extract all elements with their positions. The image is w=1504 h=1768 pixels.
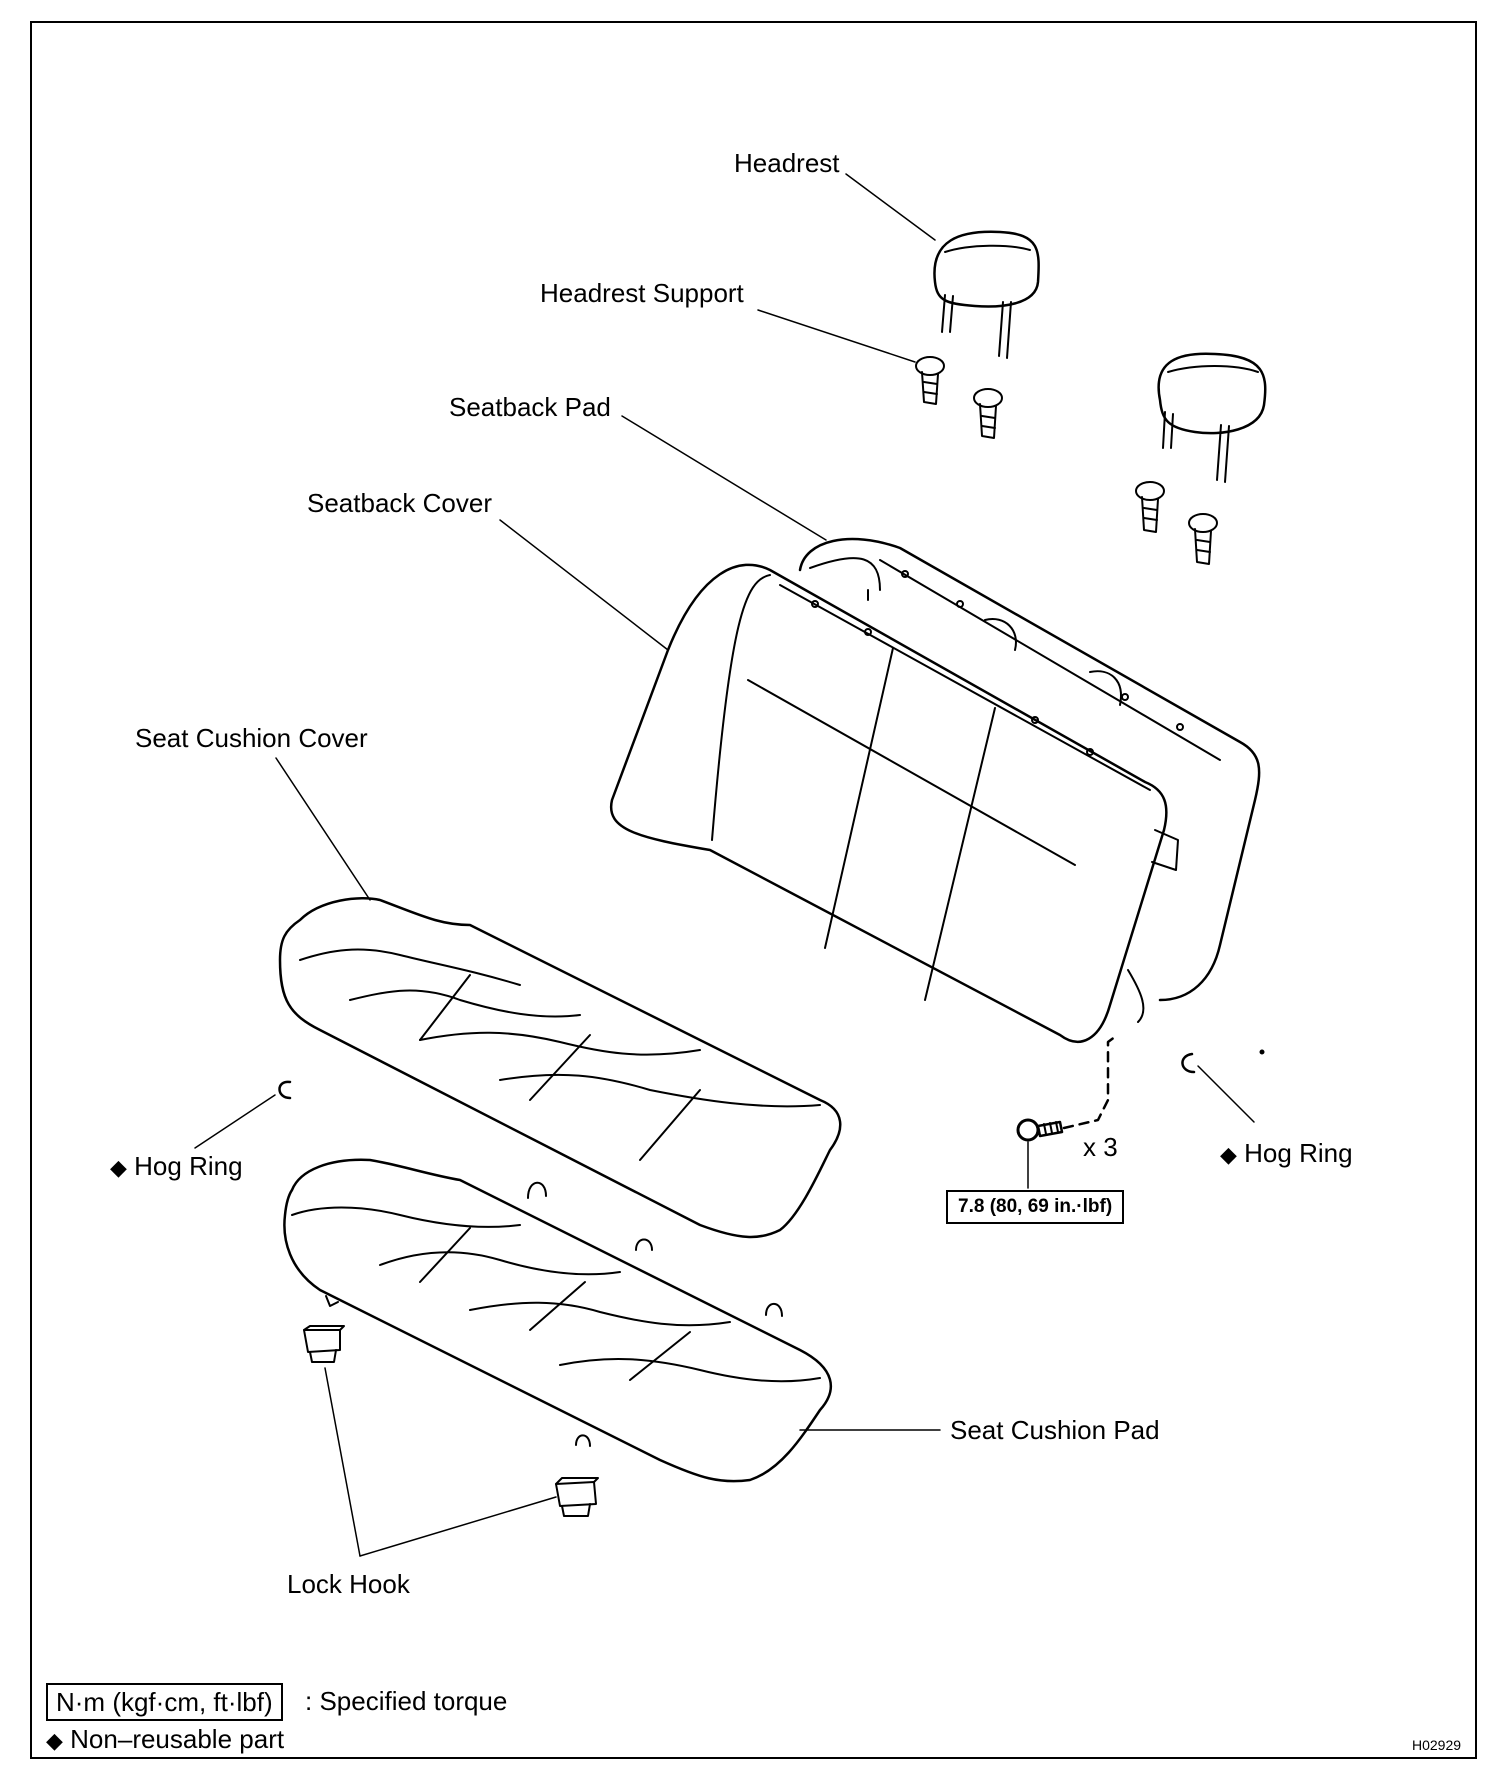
nonreusable-diamond-icon: ◆ (1220, 1142, 1237, 1167)
diagram-frame (30, 21, 1477, 1759)
legend-nonreusable-text: Non–reusable part (70, 1724, 285, 1754)
label-bolt-qty: x 3 (1083, 1132, 1118, 1162)
seatback-cover (609, 563, 1179, 1043)
headrest-support-1 (915, 356, 945, 405)
label-seat-cushion-cover: Seat Cushion Cover (135, 723, 368, 753)
headrest-support-2 (973, 388, 1003, 439)
seat-cushion-cover (278, 896, 842, 1239)
seat-cushion-pad (283, 1158, 833, 1483)
label-seatback-cover: Seatback Cover (307, 488, 492, 518)
label-headrest: Headrest (734, 148, 840, 178)
label-hog-ring-right: ◆ Hog Ring (1220, 1138, 1353, 1170)
seatback-bolt (1016, 1034, 1118, 1142)
label-seatback-pad: Seatback Pad (449, 392, 611, 422)
headrest-right (1157, 352, 1267, 483)
label-headrest-support: Headrest Support (540, 278, 744, 308)
headrest-left (933, 230, 1040, 359)
legend-unit-box: N·m (kgf·cm, ft·lbf) (46, 1683, 283, 1721)
label-seat-cushion-pad: Seat Cushion Pad (950, 1415, 1160, 1445)
label-lock-hook: Lock Hook (287, 1569, 410, 1599)
legend-unit-desc: : Specified torque (305, 1686, 508, 1716)
torque-spec-box: 7.8 (80, 69 in.·lbf) (946, 1190, 1125, 1224)
legend-nonreusable: ◆ Non–reusable part (46, 1724, 284, 1756)
hog-ring-right (1181, 1049, 1265, 1074)
hog-ring-left-text: Hog Ring (134, 1151, 243, 1181)
figure-id: H02929 (1412, 1737, 1462, 1753)
label-hog-ring-left: ◆ Hog Ring (110, 1151, 243, 1183)
hog-ring-right-text: Hog Ring (1244, 1138, 1353, 1168)
headrest-support-4 (1188, 513, 1218, 565)
nonreusable-diamond-icon: ◆ (110, 1155, 127, 1180)
lock-hook-2 (555, 1477, 599, 1517)
nonreusable-diamond-icon: ◆ (46, 1728, 63, 1753)
seatback-pad (798, 537, 1261, 1002)
hog-ring-left (278, 1080, 292, 1100)
lock-hook-1 (303, 1325, 345, 1363)
leader-lines (194, 173, 1255, 1557)
headrest-support-3 (1135, 481, 1165, 533)
